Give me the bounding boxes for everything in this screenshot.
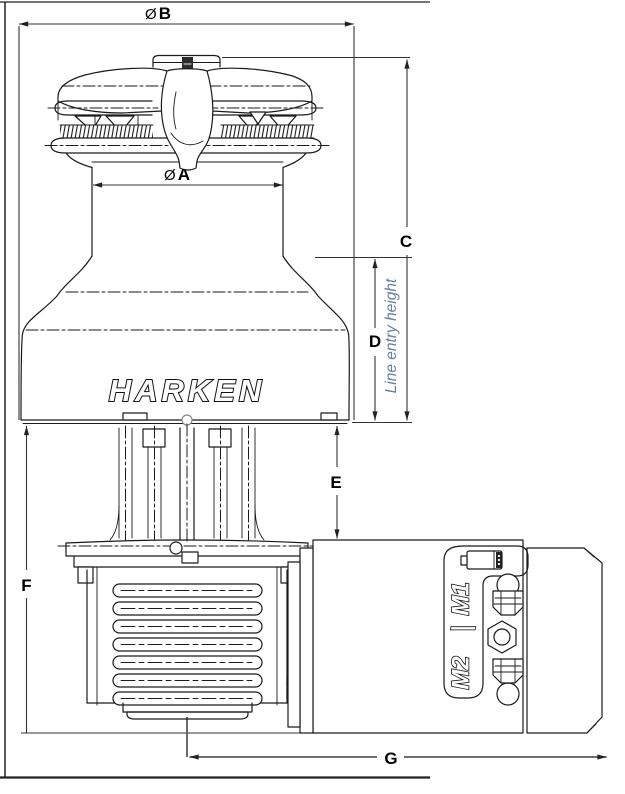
dimension-e: E xyxy=(330,426,342,539)
dim-label-c: C xyxy=(400,232,412,251)
line-stripper-arm xyxy=(160,68,214,171)
terminal-bolt-top xyxy=(492,573,524,616)
m2-label: M2 xyxy=(447,656,474,690)
gripper-teeth-right xyxy=(221,125,314,138)
dimension-g-motor-length: G xyxy=(186,717,607,768)
dim-label-d: D xyxy=(369,332,381,351)
self-tailing-jaws xyxy=(47,100,325,139)
motor-end-cap xyxy=(526,547,603,734)
m-separator: — xyxy=(450,614,476,641)
dim-label-f: F xyxy=(21,576,31,595)
page-frame xyxy=(0,1,430,779)
drum xyxy=(91,166,284,257)
dimension-d-line-entry: D Line entry height xyxy=(315,256,412,424)
gearbox-bottom-cap xyxy=(126,711,249,720)
motor-terminal-panel: M1 — M2 xyxy=(443,545,529,706)
gripper-teeth-left xyxy=(60,125,153,138)
line-entry-height-label: Line entry height xyxy=(383,278,400,393)
terminal-bolt-bottom xyxy=(492,658,524,706)
gearbox-housing xyxy=(86,566,303,720)
dim-label-g: G xyxy=(384,749,397,768)
mount-ear-left xyxy=(77,566,94,584)
dimension-c-overall-height: C xyxy=(222,56,412,421)
motor-coupling xyxy=(299,547,314,734)
harken-logo: HARKEN xyxy=(109,373,266,408)
plate-center-pin xyxy=(169,541,183,555)
base-foot-left xyxy=(122,412,148,421)
dim-label-e: E xyxy=(330,473,341,492)
gearbox-vents xyxy=(112,583,263,706)
terminal-nut xyxy=(487,620,517,654)
dimension-f-below-deck: F xyxy=(21,426,311,734)
base-foot-right xyxy=(320,412,338,421)
connector-icon xyxy=(460,550,503,570)
motor: M1 — M2 xyxy=(287,539,603,734)
m1-label: M1 xyxy=(447,582,474,615)
gearbox-mount-plate xyxy=(57,539,317,584)
mounting-studs xyxy=(109,423,265,543)
skirt: HARKEN xyxy=(20,255,350,426)
